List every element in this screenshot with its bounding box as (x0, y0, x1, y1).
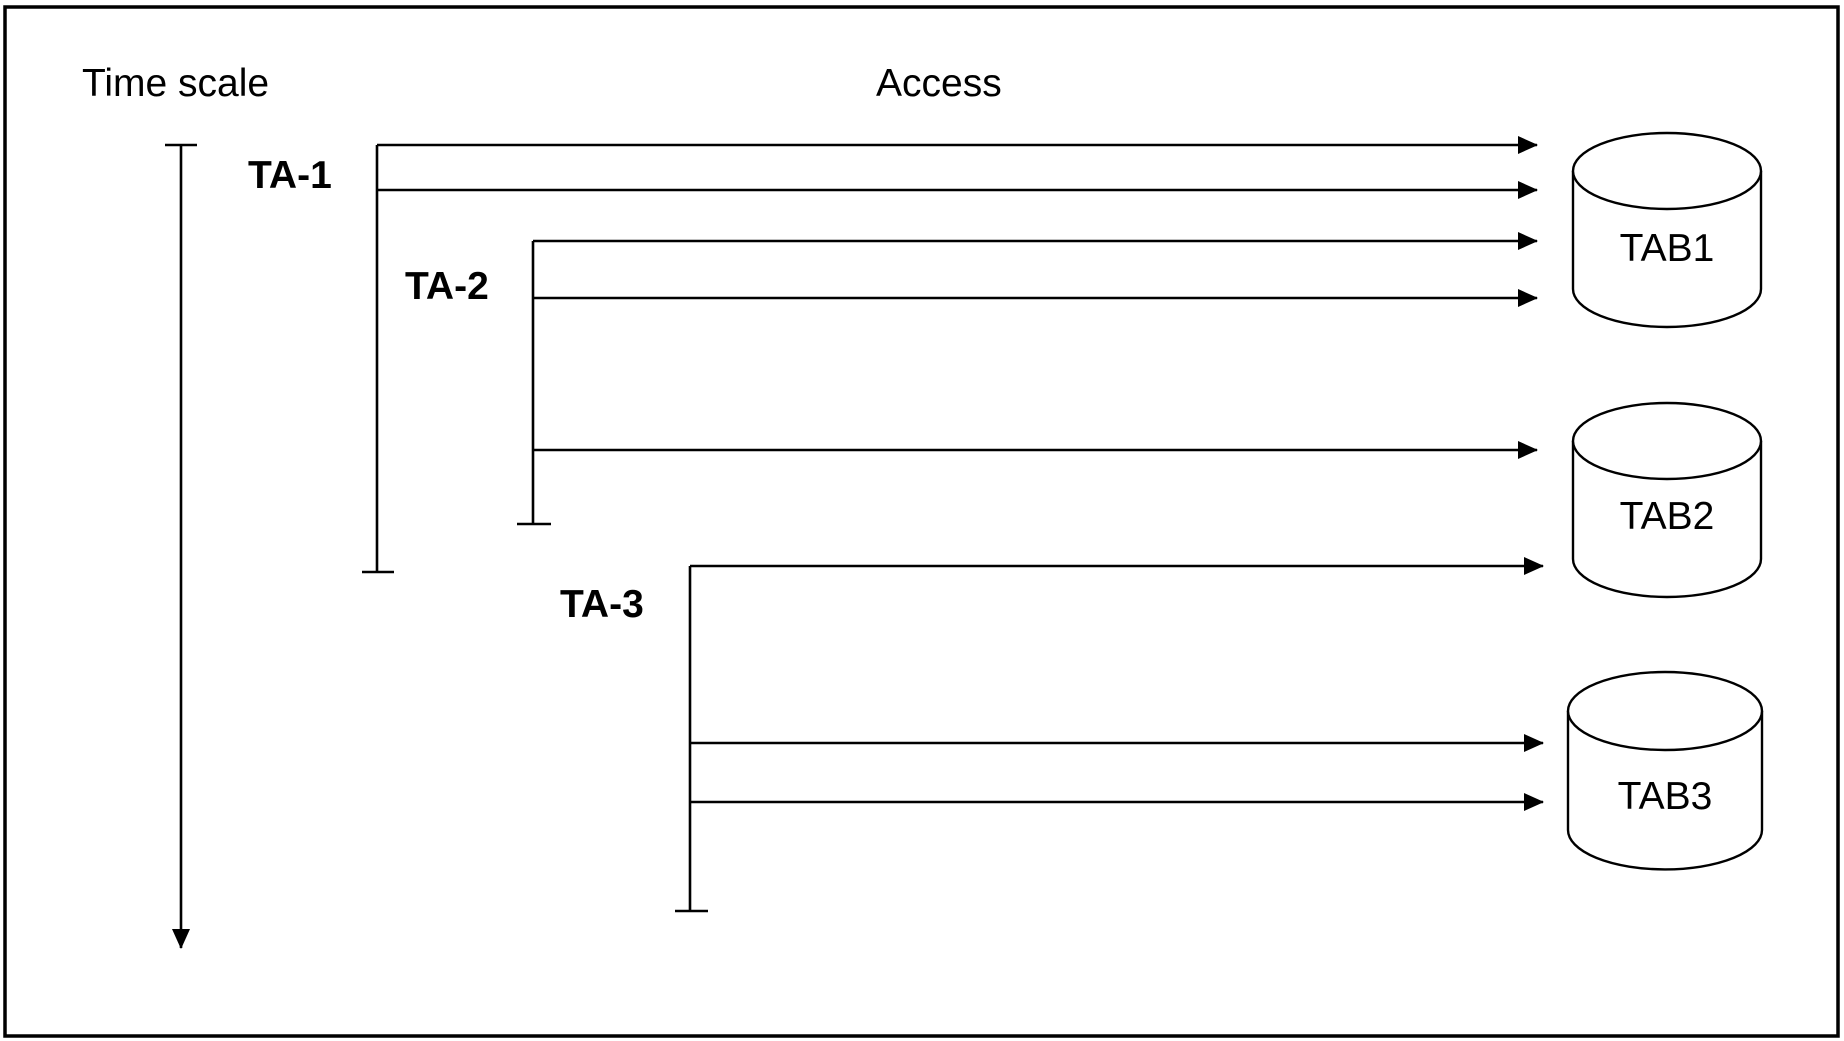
tab2-database-icon: TAB2 (1571, 401, 1763, 599)
tab3-label: TAB3 (1618, 775, 1713, 818)
tab2-label: TAB2 (1620, 495, 1715, 538)
tab1-label: TAB1 (1620, 227, 1715, 270)
ta-1-label: TA-1 (248, 154, 332, 197)
ta-2-label: TA-2 (405, 265, 489, 308)
time-scale-heading: Time scale (82, 62, 269, 105)
tab3-database-icon: TAB3 (1566, 670, 1764, 871)
access-heading: Access (876, 62, 1002, 105)
ta-3-label: TA-3 (560, 583, 644, 626)
tab1-database-icon: TAB1 (1571, 131, 1763, 329)
diagram-border (3, 5, 1840, 1038)
